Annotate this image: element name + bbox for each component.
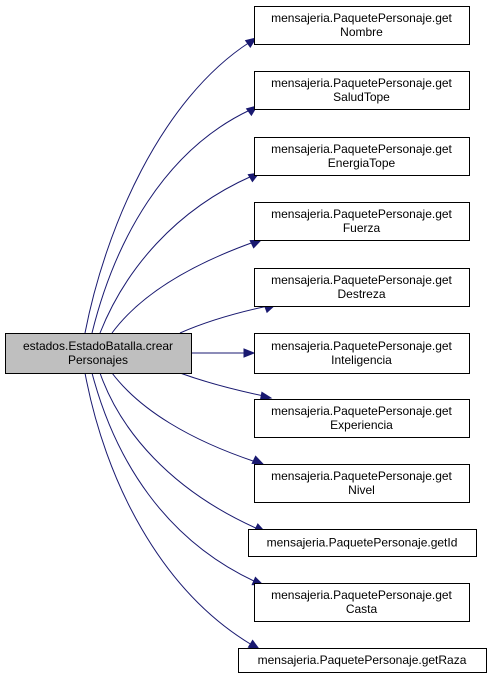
- target-node-get-experiencia[interactable]: mensajeria.PaquetePersonaje.getExperienc…: [254, 399, 470, 438]
- target-node-get-casta-label-line-2: Casta: [346, 602, 378, 616]
- target-node-get-salud-tope-box: [254, 71, 470, 110]
- call-edge-9: [99, 372, 259, 530]
- target-node-get-fuerza-box: [254, 202, 470, 241]
- call-edge-7: [179, 372, 265, 397]
- target-node-get-raza[interactable]: mensajeria.PaquetePersonaje.getRaza: [238, 648, 487, 673]
- target-node-get-raza-label-line-1: mensajeria.PaquetePersonaje.getRaza: [258, 653, 467, 667]
- arrowhead-6: [243, 348, 256, 358]
- target-node-get-energia-tope-box: [254, 137, 470, 176]
- target-node-get-casta-label-line-1: mensajeria.PaquetePersonaje.get: [271, 588, 452, 602]
- target-node-get-salud-tope-label-line-2: SaludTope: [333, 90, 390, 104]
- target-node-get-nombre-box: [254, 6, 470, 45]
- target-node-get-fuerza-label-line-1: mensajeria.PaquetePersonaje.get: [271, 207, 452, 221]
- target-node-get-experiencia-box: [254, 399, 470, 438]
- target-node-get-energia-tope[interactable]: mensajeria.PaquetePersonaje.getEnergiaTo…: [254, 137, 470, 176]
- target-node-get-raza-box: [238, 648, 487, 673]
- source-node-crear-personajes-box: [5, 333, 192, 374]
- target-node-get-inteligencia-label-line-1: mensajeria.PaquetePersonaje.get: [271, 339, 452, 353]
- target-node-get-salud-tope-label-line-1: mensajeria.PaquetePersonaje.get: [271, 76, 452, 90]
- arrowhead-11: [247, 639, 261, 650]
- target-node-get-inteligencia[interactable]: mensajeria.PaquetePersonaje.getInteligen…: [254, 333, 470, 374]
- source-node-crear-personajes-label-line-2: Personajes: [68, 353, 128, 367]
- target-node-get-inteligencia-box: [254, 333, 470, 374]
- target-node-get-inteligencia-label-line-2: Inteligencia: [331, 353, 392, 367]
- target-node-get-energia-tope-label-line-1: mensajeria.PaquetePersonaje.get: [271, 142, 452, 156]
- arrowhead-7: [259, 391, 273, 401]
- target-node-get-experiencia-label-line-1: mensajeria.PaquetePersonaje.get: [271, 404, 452, 418]
- call-edge-1: [84, 41, 251, 334]
- arrowhead-1: [244, 37, 258, 48]
- arrowhead-8: [251, 455, 265, 465]
- target-node-get-destreza-label-line-2: Destreza: [337, 287, 385, 301]
- target-node-get-destreza-box: [254, 268, 470, 307]
- target-node-get-destreza-label-line-1: mensajeria.PaquetePersonaje.get: [271, 273, 452, 287]
- target-node-get-id[interactable]: mensajeria.PaquetePersonaje.getId: [248, 529, 477, 557]
- target-node-get-casta-box: [254, 583, 470, 622]
- target-node-get-nombre-label-line-1: mensajeria.PaquetePersonaje.get: [271, 11, 452, 25]
- source-node-crear-personajes-label-line-1: estados.EstadoBatalla.crear: [23, 339, 173, 353]
- target-node-get-id-label-line-1: mensajeria.PaquetePersonaje.getId: [267, 536, 458, 550]
- call-edge-2: [91, 109, 251, 334]
- call-edge-4: [111, 241, 255, 334]
- target-node-get-nivel-box: [254, 464, 470, 503]
- call-edge-8: [111, 372, 257, 463]
- target-node-get-nivel-label-line-2: Nivel: [348, 483, 375, 497]
- call-edge-11: [84, 372, 253, 646]
- call-edge-5: [179, 305, 269, 334]
- target-node-get-experiencia-label-line-2: Experiencia: [330, 418, 393, 432]
- target-node-get-nivel-label-line-1: mensajeria.PaquetePersonaje.get: [271, 469, 452, 483]
- arrowhead-4: [249, 239, 263, 249]
- target-node-get-nombre-label-line-2: Nombre: [340, 25, 383, 39]
- target-node-get-id-box: [248, 529, 477, 557]
- call-edge-3: [99, 175, 253, 334]
- target-node-get-energia-tope-label-line-2: EnergiaTope: [328, 156, 396, 170]
- call-edge-10: [91, 372, 257, 583]
- target-node-get-fuerza-label-line-2: Fuerza: [343, 221, 381, 235]
